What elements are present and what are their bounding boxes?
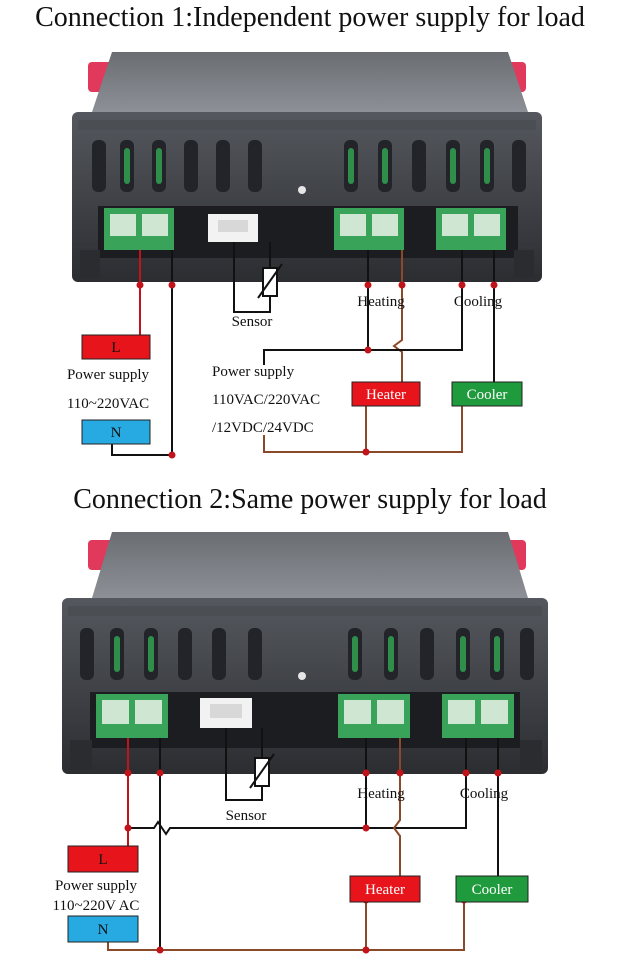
sensor-label-2: Sensor: [226, 808, 267, 824]
wire-joints-1: [136, 281, 498, 459]
front-panel-top: [92, 52, 528, 112]
heater-label-1: Heater: [366, 387, 406, 403]
heating-terminal: [334, 208, 404, 250]
mains-voltage-label-1: 110~220VAC: [67, 396, 149, 412]
line-label-2: L: [98, 852, 107, 868]
controller-unit-2: [62, 532, 548, 774]
power-supply-label-1: Power supply: [67, 367, 150, 383]
neutral-box-1: [81, 419, 151, 445]
mains-terminal: [104, 208, 174, 250]
sensor-label-1: Sensor: [232, 314, 273, 330]
neutral-label-1: N: [111, 425, 122, 441]
load-voltage-line1: 110VAC/220VAC: [212, 392, 320, 408]
neutral-box-2: [67, 915, 139, 943]
line-box-2: [67, 845, 139, 873]
front-panel-top-2: [92, 532, 528, 598]
wires-1: [111, 242, 495, 456]
cooler-label-1: Cooler: [467, 387, 508, 403]
controller-unit-1: [72, 52, 542, 282]
heating-label-1: Heating: [357, 294, 405, 310]
cooling-terminal: [436, 208, 506, 250]
mains-voltage-label-2: 110~220V AC: [53, 898, 140, 914]
mains-terminal-2: [96, 694, 168, 738]
cooler-label-2: Cooler: [472, 882, 513, 898]
cooler-box-1: [451, 381, 523, 407]
cooling-terminal-2: [442, 694, 514, 738]
heater-box-2: [349, 875, 421, 903]
sensor-connector-2: [200, 698, 252, 728]
wire-joints-2: [124, 769, 502, 954]
cooler-box-2: [455, 875, 529, 903]
connection-2-title: Connection 2:Same power supply for load: [73, 484, 547, 515]
heater-box-1: [351, 381, 421, 407]
sensor-connector: [208, 214, 258, 242]
heater-label-2: Heater: [365, 882, 405, 898]
connection-1-title: Connection 1:Independent power supply fo…: [35, 2, 585, 33]
power-supply-label-2: Power supply: [55, 878, 138, 894]
heating-label-2: Heating: [357, 786, 405, 802]
cooling-label-2: Cooling: [460, 786, 509, 802]
neutral-label-2: N: [98, 922, 109, 938]
line-label-1: L: [111, 340, 120, 356]
cooling-label-1: Cooling: [454, 294, 503, 310]
line-box-1: [81, 334, 151, 360]
load-voltage-line2: /12VDC/24VDC: [212, 420, 314, 436]
heating-terminal-2: [338, 694, 410, 738]
load-power-supply-label: Power supply: [212, 364, 295, 380]
